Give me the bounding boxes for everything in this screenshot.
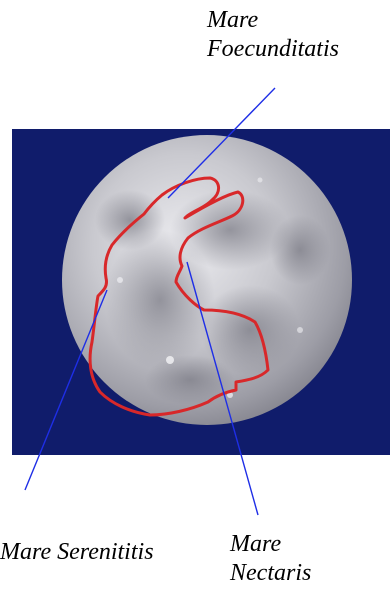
label-foecunditatis-line1: Mare (207, 6, 339, 35)
label-serenititis-text: Mare Serenititis (0, 538, 154, 567)
label-nectaris-line2: Nectaris (230, 559, 311, 588)
label-mare-nectaris: Mare Nectaris (230, 530, 311, 588)
label-nectaris-line1: Mare (230, 530, 311, 559)
label-mare-serenititis: Mare Serenititis (0, 538, 154, 567)
label-foecunditatis-line2: Foecunditatis (207, 35, 339, 64)
label-mare-foecunditatis: Mare Foecunditatis (207, 6, 339, 64)
